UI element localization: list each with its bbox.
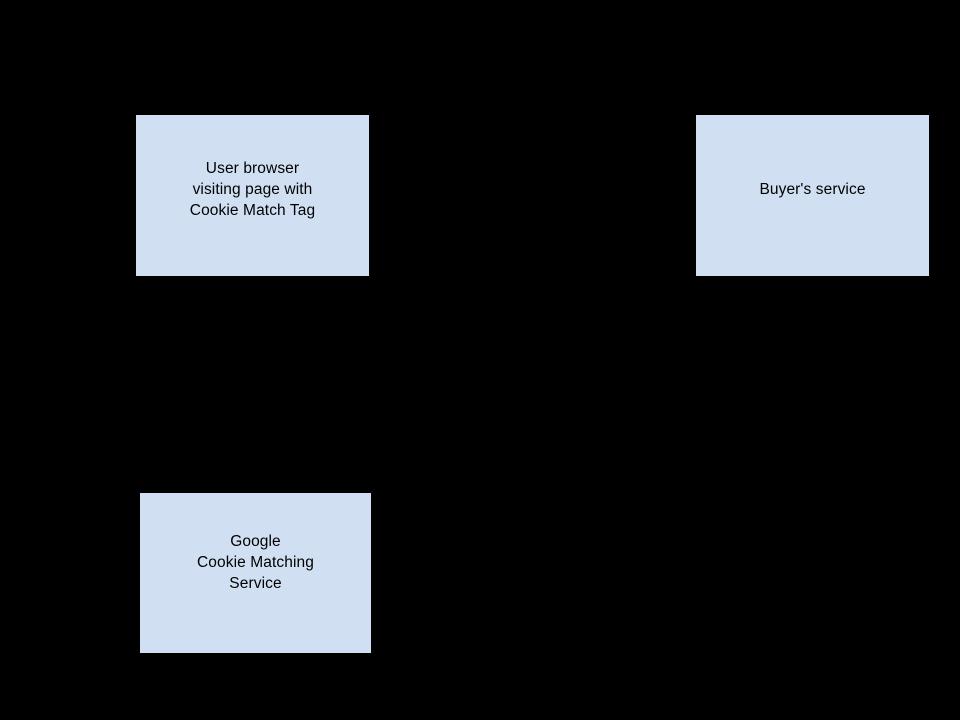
- node-buyers-service-label: Buyer's service: [759, 181, 866, 198]
- node-user-browser[interactable]: User browser visiting page with Cookie M…: [136, 115, 369, 276]
- node-google-cookie-matching-service-label: Google Cookie Matching Service: [197, 533, 314, 592]
- node-google-cookie-matching-service[interactable]: Google Cookie Matching Service: [140, 493, 371, 653]
- node-user-browser-label: User browser visiting page with Cookie M…: [189, 160, 316, 219]
- node-buyers-service[interactable]: Buyer's service: [696, 115, 929, 276]
